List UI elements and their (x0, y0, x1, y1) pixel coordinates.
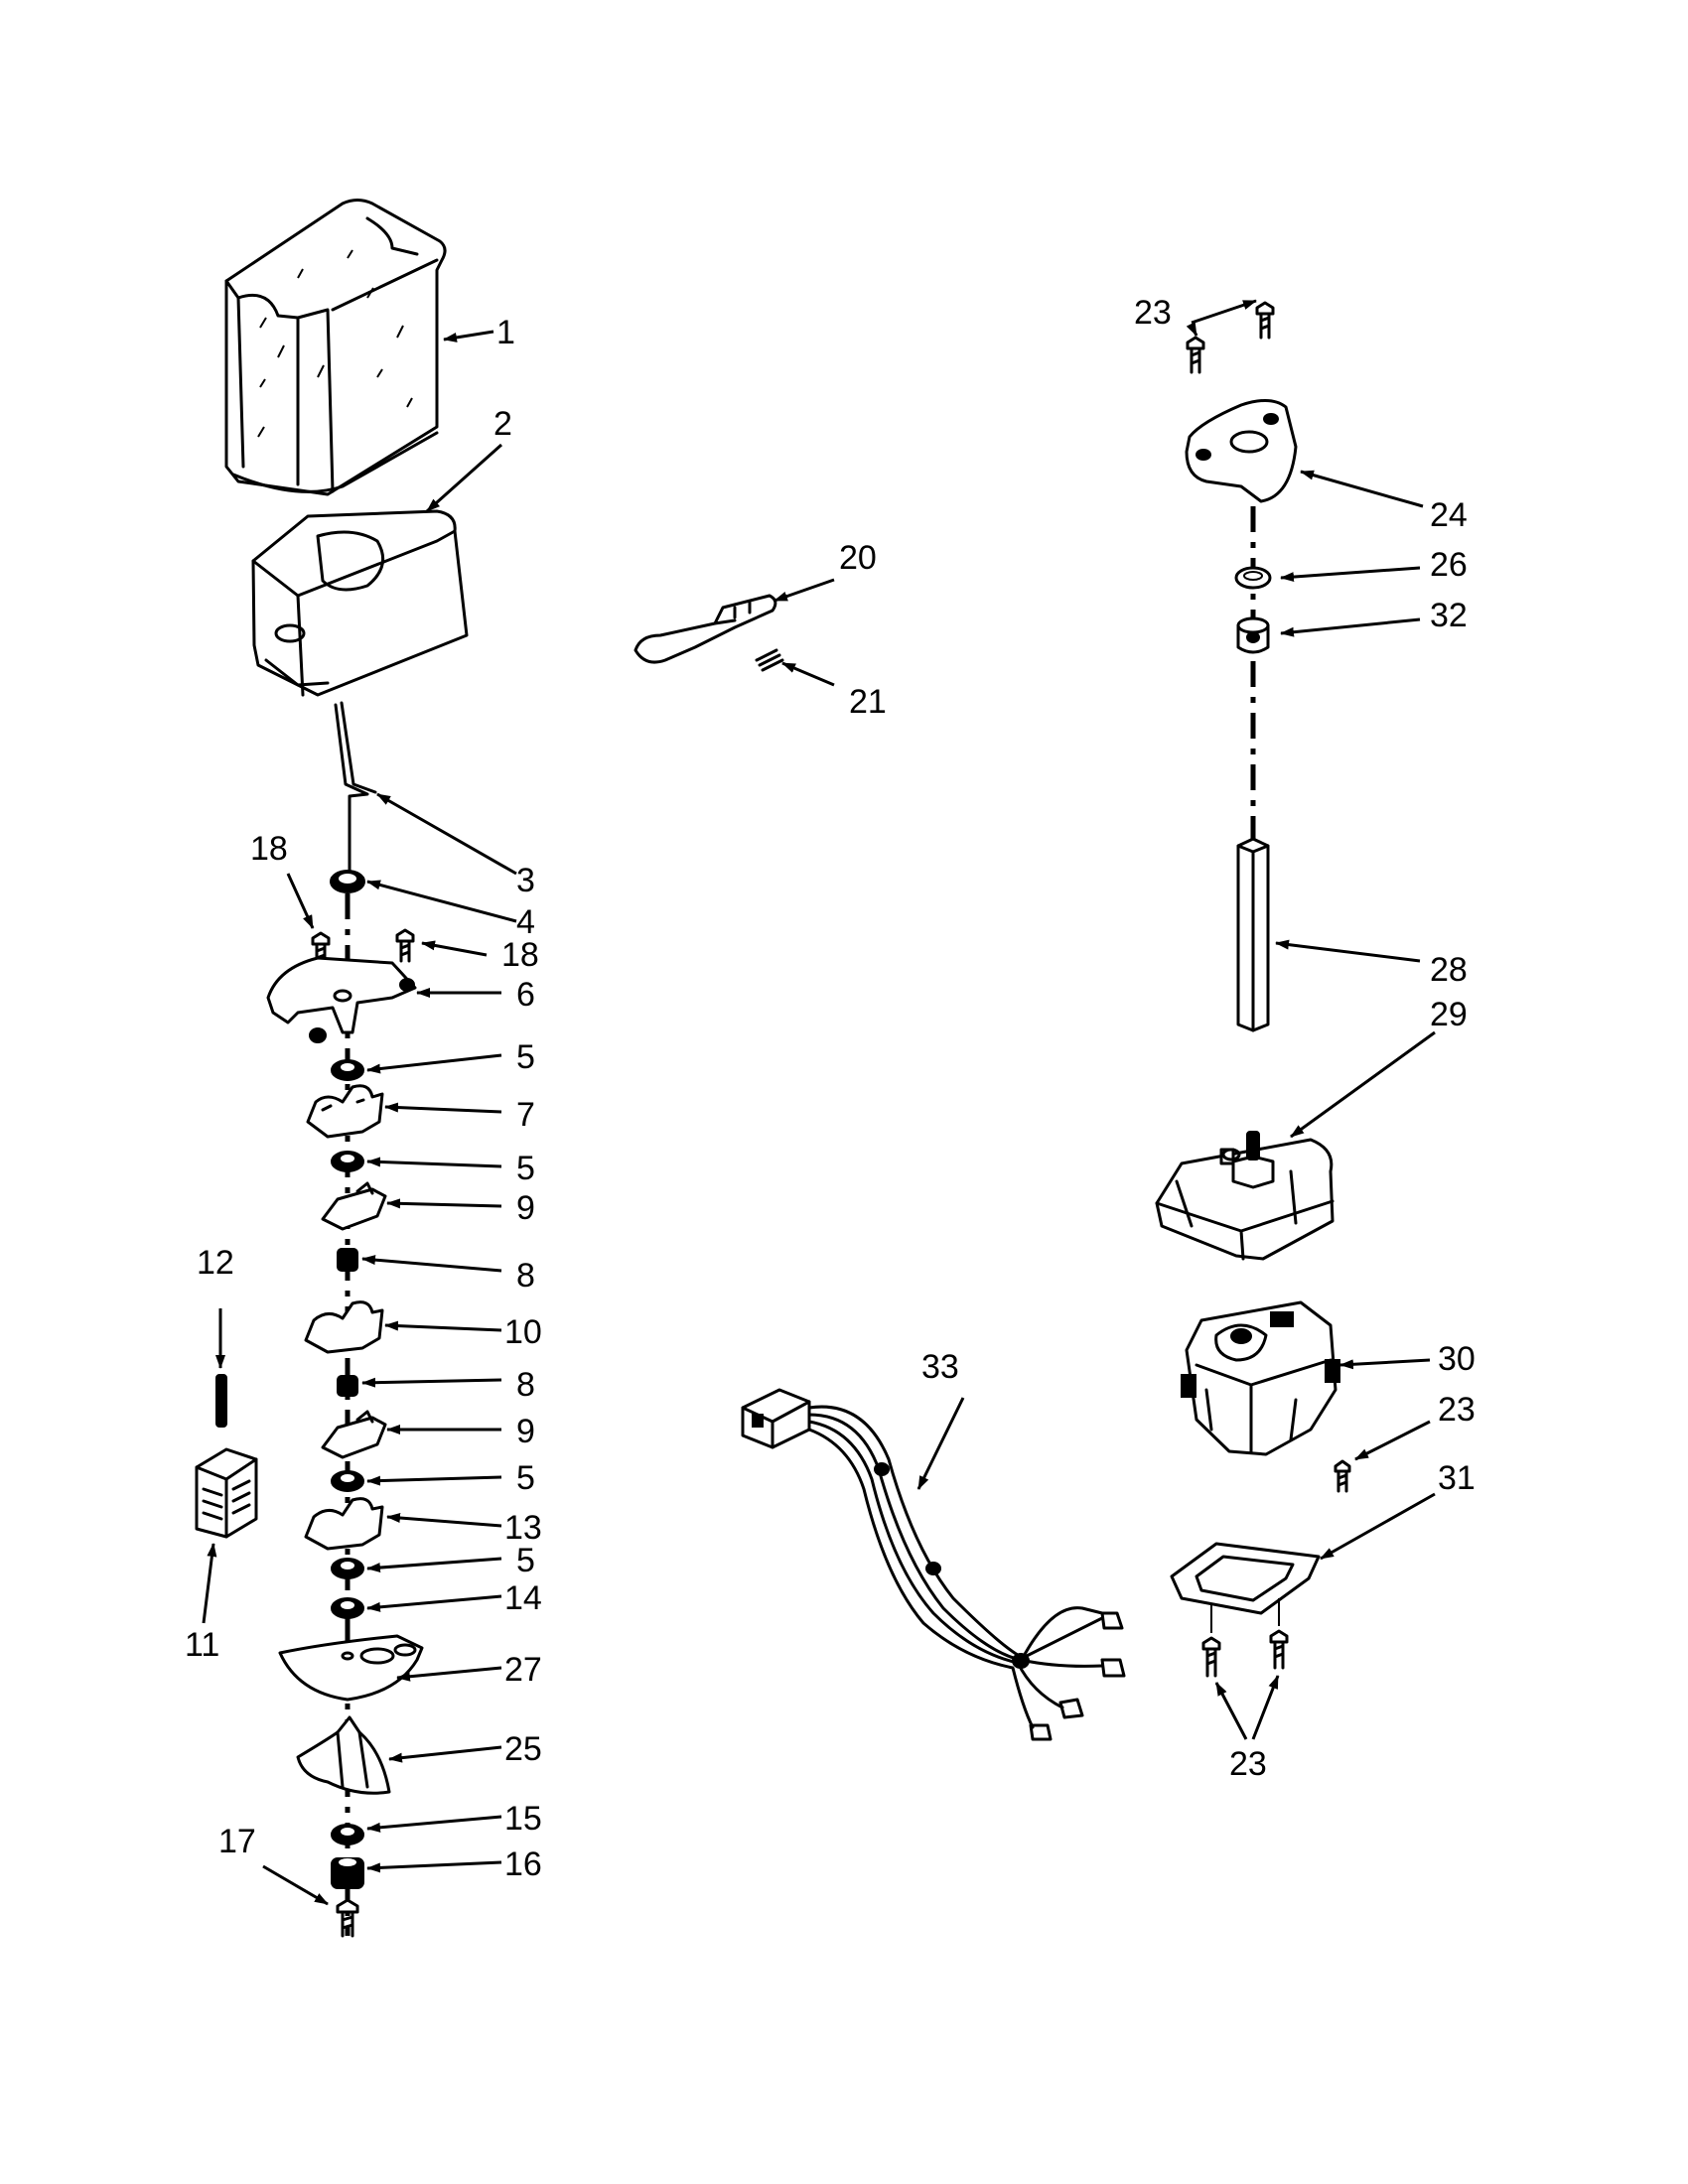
part-25-cam (296, 1715, 391, 1795)
callout-1: 1 (496, 314, 515, 351)
part-5-washer-c (331, 1470, 364, 1492)
part-15-washer (331, 1824, 364, 1845)
middle-leader-lines (774, 578, 965, 1490)
callout-33: 33 (921, 1348, 959, 1386)
part-16-coupler (331, 1857, 364, 1889)
callout-21: 21 (849, 683, 887, 721)
callout-30: 30 (1438, 1340, 1476, 1378)
callout-5-b: 5 (516, 1150, 535, 1187)
callout-31: 31 (1438, 1459, 1476, 1497)
part-29-motor-cover (1155, 1131, 1335, 1261)
callout-13: 13 (504, 1509, 542, 1547)
part-23-screw-top-left (1186, 336, 1205, 374)
callout-5-a: 5 (516, 1038, 535, 1076)
part-23-screw-top-right (1255, 301, 1275, 340)
callout-27: 27 (504, 1651, 542, 1689)
callout-5-c: 5 (516, 1459, 535, 1497)
part-23-screw-bottom-left (1201, 1636, 1221, 1678)
callout-14: 14 (504, 1579, 542, 1617)
callout-29: 29 (1430, 996, 1468, 1033)
part-3-auger-rod (334, 701, 377, 876)
callout-5-d: 5 (516, 1542, 535, 1579)
callout-15: 15 (504, 1800, 542, 1838)
callout-8-a: 8 (516, 1257, 535, 1295)
callout-18-right: 18 (501, 936, 539, 974)
callout-20: 20 (839, 539, 877, 577)
part-31-gasket (1170, 1542, 1321, 1615)
part-1-ice-bin (224, 199, 447, 496)
right-leader-lines (1186, 299, 1436, 1740)
part-11-block (195, 1447, 258, 1539)
part-24-mounting-bracket (1185, 399, 1298, 503)
callout-26: 26 (1430, 546, 1468, 584)
part-26-washer (1234, 566, 1272, 590)
part-21-spring (755, 648, 784, 672)
part-28-hex-shaft (1236, 837, 1270, 1032)
callout-18-left: 18 (250, 830, 288, 868)
callout-3: 3 (516, 862, 535, 899)
part-13-blade (304, 1497, 384, 1551)
part-12-pin (215, 1374, 227, 1428)
callout-32: 32 (1430, 597, 1468, 634)
callout-12: 12 (197, 1244, 234, 1282)
part-33-wire-harness (741, 1388, 1126, 1741)
callout-23-bottom: 23 (1229, 1745, 1267, 1783)
callout-16: 16 (504, 1845, 542, 1883)
callout-9-b: 9 (516, 1413, 535, 1450)
callout-24: 24 (1430, 496, 1468, 534)
part-8-spacer-a (337, 1248, 358, 1272)
part-23-screw-bottom-right (1269, 1629, 1289, 1670)
callout-25: 25 (504, 1730, 542, 1768)
part-14-washer (331, 1597, 364, 1619)
part-2-bin-housing (251, 509, 469, 697)
callout-23-motor: 23 (1438, 1391, 1476, 1429)
callout-10: 10 (504, 1313, 542, 1351)
callout-23-top: 23 (1134, 294, 1172, 332)
part-30-motor (1181, 1300, 1340, 1456)
part-10-blade (304, 1300, 384, 1354)
part-8-spacer-b (337, 1375, 358, 1397)
part-20-lever (633, 594, 777, 664)
part-5-washer-b (331, 1151, 364, 1172)
part-32-bushing (1236, 616, 1270, 654)
part-6-bracket (266, 956, 417, 1043)
left-leader-lines (202, 330, 517, 1906)
callout-28: 28 (1430, 951, 1468, 989)
part-4-bearing (330, 870, 365, 893)
callout-6: 6 (516, 976, 535, 1014)
part-17-screw (336, 1898, 359, 1938)
part-7-blade (306, 1084, 384, 1139)
callout-11: 11 (185, 1626, 220, 1664)
part-9-blade-a (321, 1181, 387, 1231)
part-27-plate (278, 1634, 424, 1702)
bottom-screw-guides (1210, 1598, 1280, 1633)
part-18-screw-right (395, 928, 415, 963)
callout-7: 7 (516, 1096, 535, 1134)
callout-4: 4 (516, 903, 535, 941)
part-23-screw-motor (1334, 1459, 1351, 1493)
part-18-screw-left (311, 931, 331, 967)
callout-17: 17 (218, 1823, 256, 1860)
part-9-blade-b (321, 1410, 387, 1459)
callout-8-b: 8 (516, 1366, 535, 1404)
callout-2: 2 (493, 405, 512, 443)
callout-9-a: 9 (516, 1189, 535, 1227)
part-5-washer-a (331, 1059, 364, 1081)
part-5-washer-d (331, 1558, 364, 1579)
